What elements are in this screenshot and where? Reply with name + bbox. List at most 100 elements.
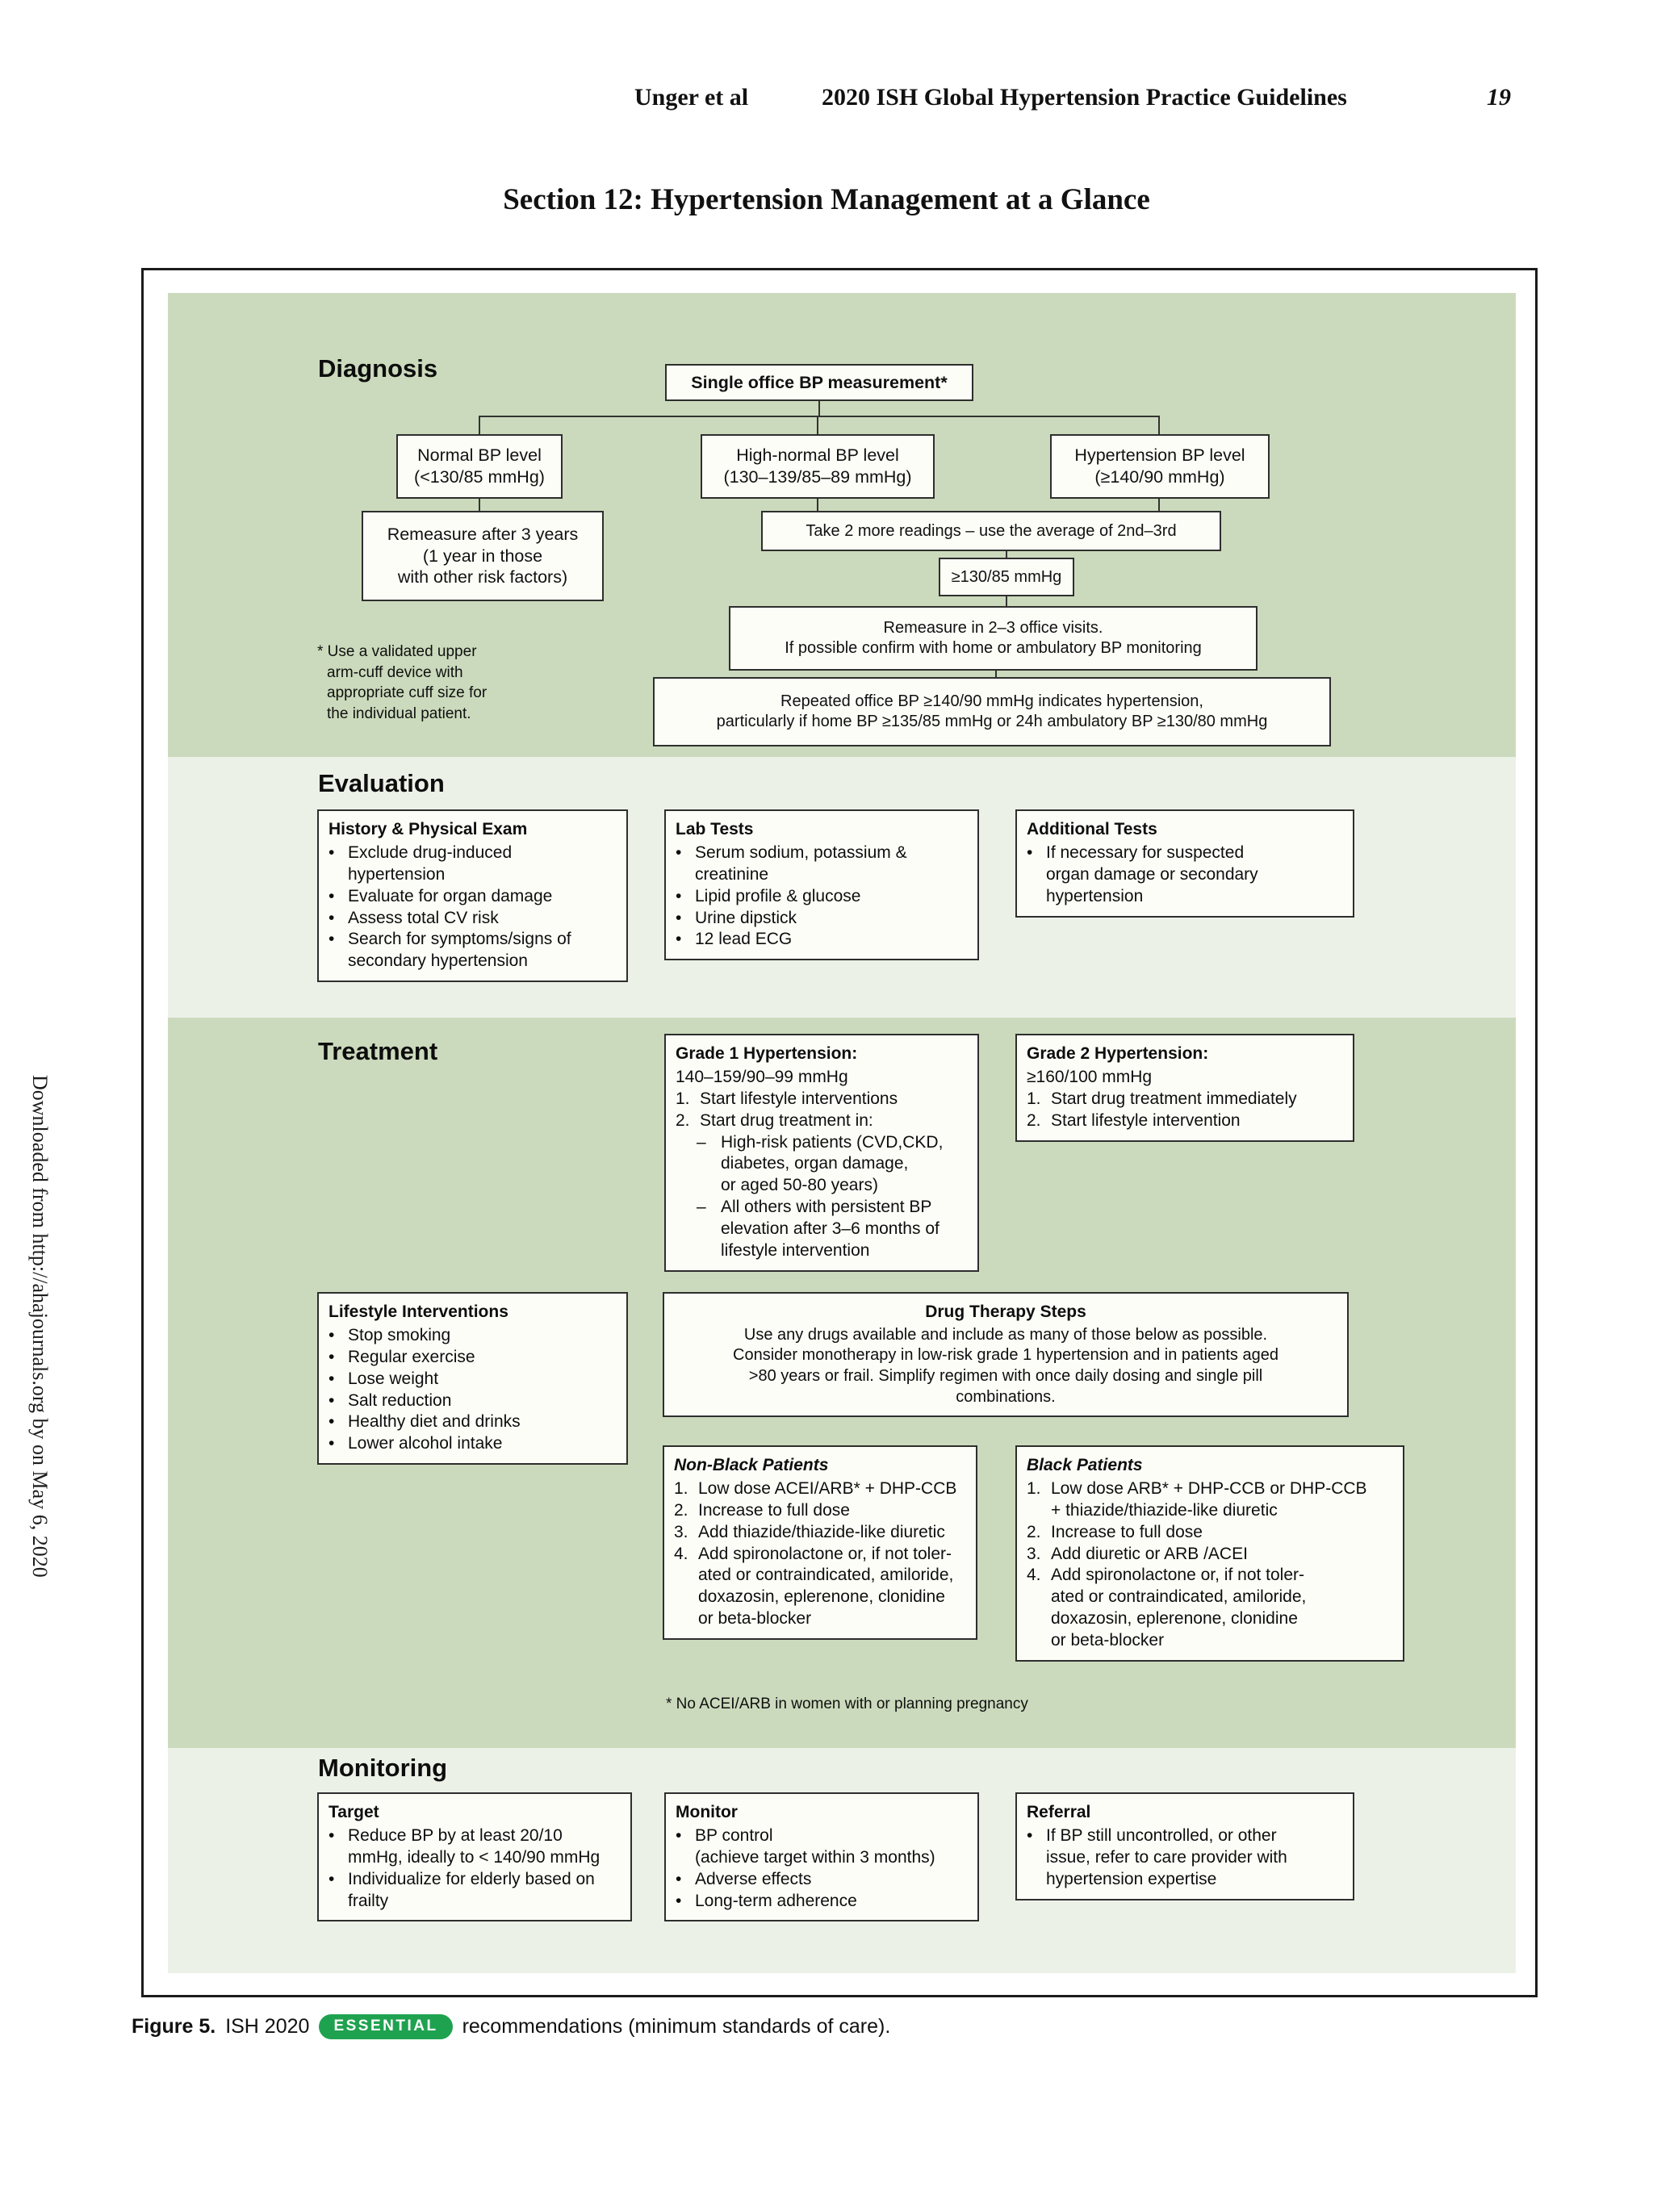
bp-range: 140–159/90–99 mmHg bbox=[676, 1067, 848, 1086]
bullet-list: •BP control (achieve target within 3 mon… bbox=[676, 1825, 968, 1913]
list-item: 1.Low dose ARB* + DHP-CCB or DHP-CCB + t… bbox=[1027, 1478, 1367, 1520]
list-item: •Salt reduction bbox=[329, 1390, 452, 1410]
heading-treatment: Treatment bbox=[318, 1037, 438, 1065]
list-item: •Lose weight bbox=[329, 1369, 439, 1388]
header-authors: Unger et al bbox=[634, 84, 749, 111]
card-title: Black Patients bbox=[1027, 1456, 1143, 1474]
list-item: •Search for symptoms/signs of secondary … bbox=[329, 930, 571, 971]
download-watermark: Downloaded from http://ahajournals.org b… bbox=[28, 1075, 52, 1578]
box-take-2-readings: Take 2 more readings – use the average o… bbox=[761, 511, 1221, 551]
list-item: •Regular exercise bbox=[329, 1347, 475, 1366]
card-title: Monitor bbox=[676, 1803, 738, 1821]
footnote-cuff-device: * Use a validated upper arm-cuff device … bbox=[317, 643, 488, 722]
card-title: Referral bbox=[1027, 1803, 1091, 1821]
bullet-list: •Reduce BP by at least 20/10 mmHg, ideal… bbox=[329, 1825, 621, 1913]
bp-range: ≥160/100 mmHg bbox=[1027, 1067, 1153, 1086]
list-item: •If BP still uncontrolled, or other issu… bbox=[1027, 1825, 1287, 1888]
bullet-list: •Stop smoking •Regular exercise •Lose weig… bbox=[329, 1325, 617, 1455]
list-item: •Assess total CV risk bbox=[329, 908, 499, 927]
flow-connector bbox=[1158, 416, 1160, 434]
list-item: –High-risk patients (CVD,CKD, diabetes, … bbox=[697, 1132, 944, 1195]
list-item: 4.Add spironolactone or, if not toler- a… bbox=[674, 1544, 954, 1629]
box-additional-tests: Additional Tests •If necessary for suspe… bbox=[1015, 809, 1354, 918]
list-item: •Stop smoking bbox=[329, 1325, 451, 1344]
box-history-physical-exam: History & Physical Exam •Exclude drug-in… bbox=[317, 809, 628, 983]
list-item: 2.Increase to full dose bbox=[674, 1500, 850, 1520]
flow-connector bbox=[817, 416, 818, 434]
list-item: •Individualize for elderly based on frai… bbox=[329, 1869, 595, 1910]
box-drug-therapy-steps: Drug Therapy Steps Use any drugs availab… bbox=[663, 1292, 1349, 1418]
list-item: •Exclude drug-induced hypertension bbox=[329, 843, 513, 884]
flow-connector bbox=[818, 399, 820, 417]
card-title: Grade 1 Hypertension: bbox=[676, 1044, 858, 1063]
box-remeasure-office-visits: Remeasure in 2–3 office visits. If possi… bbox=[729, 606, 1258, 671]
box-grade-2-hypertension: Grade 2 Hypertension: ≥160/100 mmHg 1.St… bbox=[1015, 1034, 1354, 1142]
essential-badge: ESSENTIAL bbox=[319, 2014, 453, 2039]
box-lifestyle-interventions: Lifestyle Interventions •Stop smoking •Re… bbox=[317, 1292, 628, 1466]
box-repeated-office-bp: Repeated office BP ≥140/90 mmHg indicate… bbox=[653, 677, 1331, 746]
box-threshold-130-85: ≥130/85 mmHg bbox=[939, 558, 1074, 596]
list-item: 3.Add thiazide/thiazide-like diuretic bbox=[674, 1522, 945, 1541]
list-item: 2.Increase to full dose bbox=[1027, 1522, 1203, 1541]
list-item: –All others with persistent BP elevation… bbox=[697, 1198, 939, 1260]
card-title: Target bbox=[329, 1803, 379, 1821]
caption-text-before: ISH 2020 bbox=[225, 2015, 310, 2038]
box-non-black-patients: Non-Black Patients 1.Low dose ACEI/ARB* … bbox=[663, 1445, 977, 1640]
box-grade-1-hypertension: Grade 1 Hypertension: 140–159/90–99 mmHg… bbox=[664, 1034, 979, 1272]
bullet-list: •Exclude drug-induced hypertension •Evalu… bbox=[329, 843, 617, 972]
figure-panel: Diagnosis Evaluation Treatment Monitorin… bbox=[141, 268, 1538, 1997]
list-item: •If necessary for suspected organ damage… bbox=[1027, 843, 1258, 905]
caption-label: Figure 5. bbox=[132, 2015, 216, 2038]
flow-connector bbox=[995, 671, 997, 677]
footnote-no-acei-arb: * No ACEI/ARB in women with or planning … bbox=[666, 1696, 1028, 1712]
flow-connector bbox=[479, 416, 480, 434]
box-high-normal-bp-level: High-normal BP level (130–139/85–89 mmHg… bbox=[701, 434, 935, 499]
caption-text-after: recommendations (minimum standards of ca… bbox=[462, 2015, 891, 2038]
list-item: 2.Start drug treatment in: bbox=[676, 1110, 873, 1130]
heading-diagnosis: Diagnosis bbox=[318, 354, 438, 383]
card-title: Grade 2 Hypertension: bbox=[1027, 1044, 1209, 1063]
figure-caption: Figure 5. ISH 2020 ESSENTIAL recommendat… bbox=[132, 2014, 890, 2039]
list-item: •Evaluate for organ damage bbox=[329, 886, 553, 905]
drug-therapy-body: Use any drugs available and include as m… bbox=[733, 1325, 1278, 1406]
flow-connector bbox=[1158, 499, 1160, 511]
section-title: Section 12: Hypertension Management at a… bbox=[503, 183, 1150, 216]
box-remeasure-3-years: Remeasure after 3 years (1 year in those… bbox=[362, 511, 604, 601]
flow-connector bbox=[479, 499, 480, 511]
list-item: 1.Start lifestyle interventions bbox=[676, 1089, 898, 1108]
card-title: Lifestyle Interventions bbox=[329, 1303, 508, 1321]
flow-connector bbox=[479, 416, 1160, 417]
list-item: •Reduce BP by at least 20/10 mmHg, ideal… bbox=[329, 1825, 601, 1867]
box-normal-bp-level: Normal BP level (<130/85 mmHg) bbox=[396, 434, 563, 499]
bullet-list: •Serum sodium, potassium & creatinine•Li… bbox=[676, 843, 968, 951]
numbered-list: 1.Low dose ARB* + DHP-CCB or DHP-CCB + t… bbox=[1027, 1478, 1393, 1652]
header-journal-title: 2020 ISH Global Hypertension Practice Gu… bbox=[822, 84, 1347, 111]
list-item: •Lower alcohol intake bbox=[329, 1434, 503, 1453]
card-title: Drug Therapy Steps bbox=[925, 1303, 1086, 1321]
heading-evaluation: Evaluation bbox=[318, 769, 445, 797]
list-item: •Adverse effects bbox=[676, 1869, 812, 1888]
list-item: 4.Add spironolactone or, if not toler- a… bbox=[1027, 1566, 1307, 1650]
card-title: Non-Black Patients bbox=[674, 1456, 829, 1474]
card-title: Lab Tests bbox=[676, 820, 754, 838]
list-item: 1.Low dose ACEI/ARB* + DHP-CCB bbox=[674, 1478, 957, 1498]
box-single-office-bp: Single office BP measurement* bbox=[665, 364, 973, 401]
list-item: •Lipid profile & glucose bbox=[676, 886, 861, 905]
header-page-number: 19 bbox=[1487, 84, 1511, 111]
numbered-list: 1.Start lifestyle interventions 2.Start d… bbox=[676, 1089, 968, 1262]
list-item: •BP control (achieve target within 3 mon… bbox=[676, 1825, 935, 1867]
list-item: 1.Start drug treatment immediately bbox=[1027, 1089, 1297, 1108]
box-lab-tests: Lab Tests •Serum sodium, potassium & cre… bbox=[664, 809, 979, 961]
bullet-list: •If BP still uncontrolled, or other issu… bbox=[1027, 1825, 1343, 1891]
box-monitor: Monitor •BP control (achieve target with… bbox=[664, 1792, 979, 1922]
list-item: •Urine dipstick bbox=[676, 908, 797, 927]
box-target: Target •Reduce BP by at least 20/10 mmHg… bbox=[317, 1792, 632, 1922]
card-title: History & Physical Exam bbox=[329, 820, 528, 838]
card-title: Additional Tests bbox=[1027, 820, 1157, 838]
box-black-patients: Black Patients 1.Low dose ARB* + DHP-CCB… bbox=[1015, 1445, 1404, 1662]
list-item: •Long-term adherence bbox=[676, 1891, 857, 1910]
box-referral: Referral •If BP still uncontrolled, or o… bbox=[1015, 1792, 1354, 1900]
